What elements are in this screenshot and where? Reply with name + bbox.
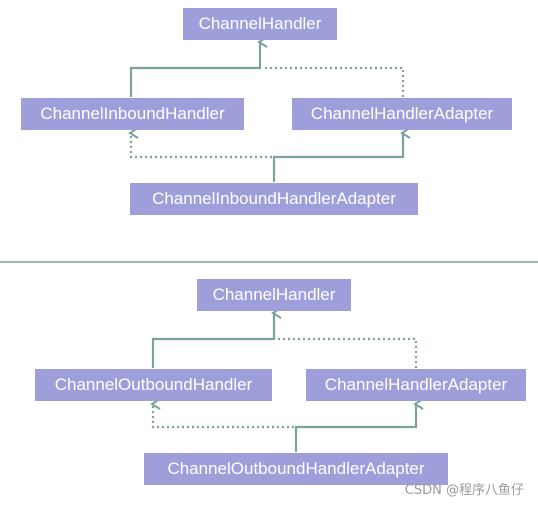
top-diagram-connectors [128, 36, 411, 182]
bottom-outbound-adapter-to-adapter-line [294, 398, 424, 452]
top-inbound-adapter-to-inbound-dotted-line [128, 127, 272, 159]
bottom-channel-outbound-handler-adapter-box: ChannelOutboundHandlerAdapter [144, 453, 448, 485]
csdn-watermark: CSDN @程序八鱼仔 [404, 483, 524, 498]
bottom-channel-outbound-handler-box: ChannelOutboundHandler [35, 369, 272, 401]
bottom-channel-handler-box: ChannelHandler [197, 279, 351, 311]
top-channel-handler-adapter-box: ChannelHandlerAdapter [292, 98, 512, 130]
bottom-adapter-to-handler-dotted-line [276, 337, 418, 368]
top-channel-inbound-handler-adapter-box: ChannelInboundHandlerAdapter [130, 183, 418, 215]
bottom-outbound-adapter-to-outbound-dotted-line [150, 398, 294, 429]
top-channel-handler-box: ChannelHandler [183, 8, 337, 40]
top-inbound-to-handler-line [129, 36, 268, 97]
top-channel-inbound-handler-box: ChannelInboundHandler [21, 98, 244, 130]
top-inbound-adapter-to-adapter-line [272, 127, 411, 182]
top-adapter-to-handler-dotted-line [262, 66, 405, 97]
bottom-outbound-to-handler-line [151, 307, 282, 368]
bottom-channel-handler-adapter-box: ChannelHandlerAdapter [306, 369, 526, 401]
bottom-diagram-connectors [150, 307, 424, 452]
